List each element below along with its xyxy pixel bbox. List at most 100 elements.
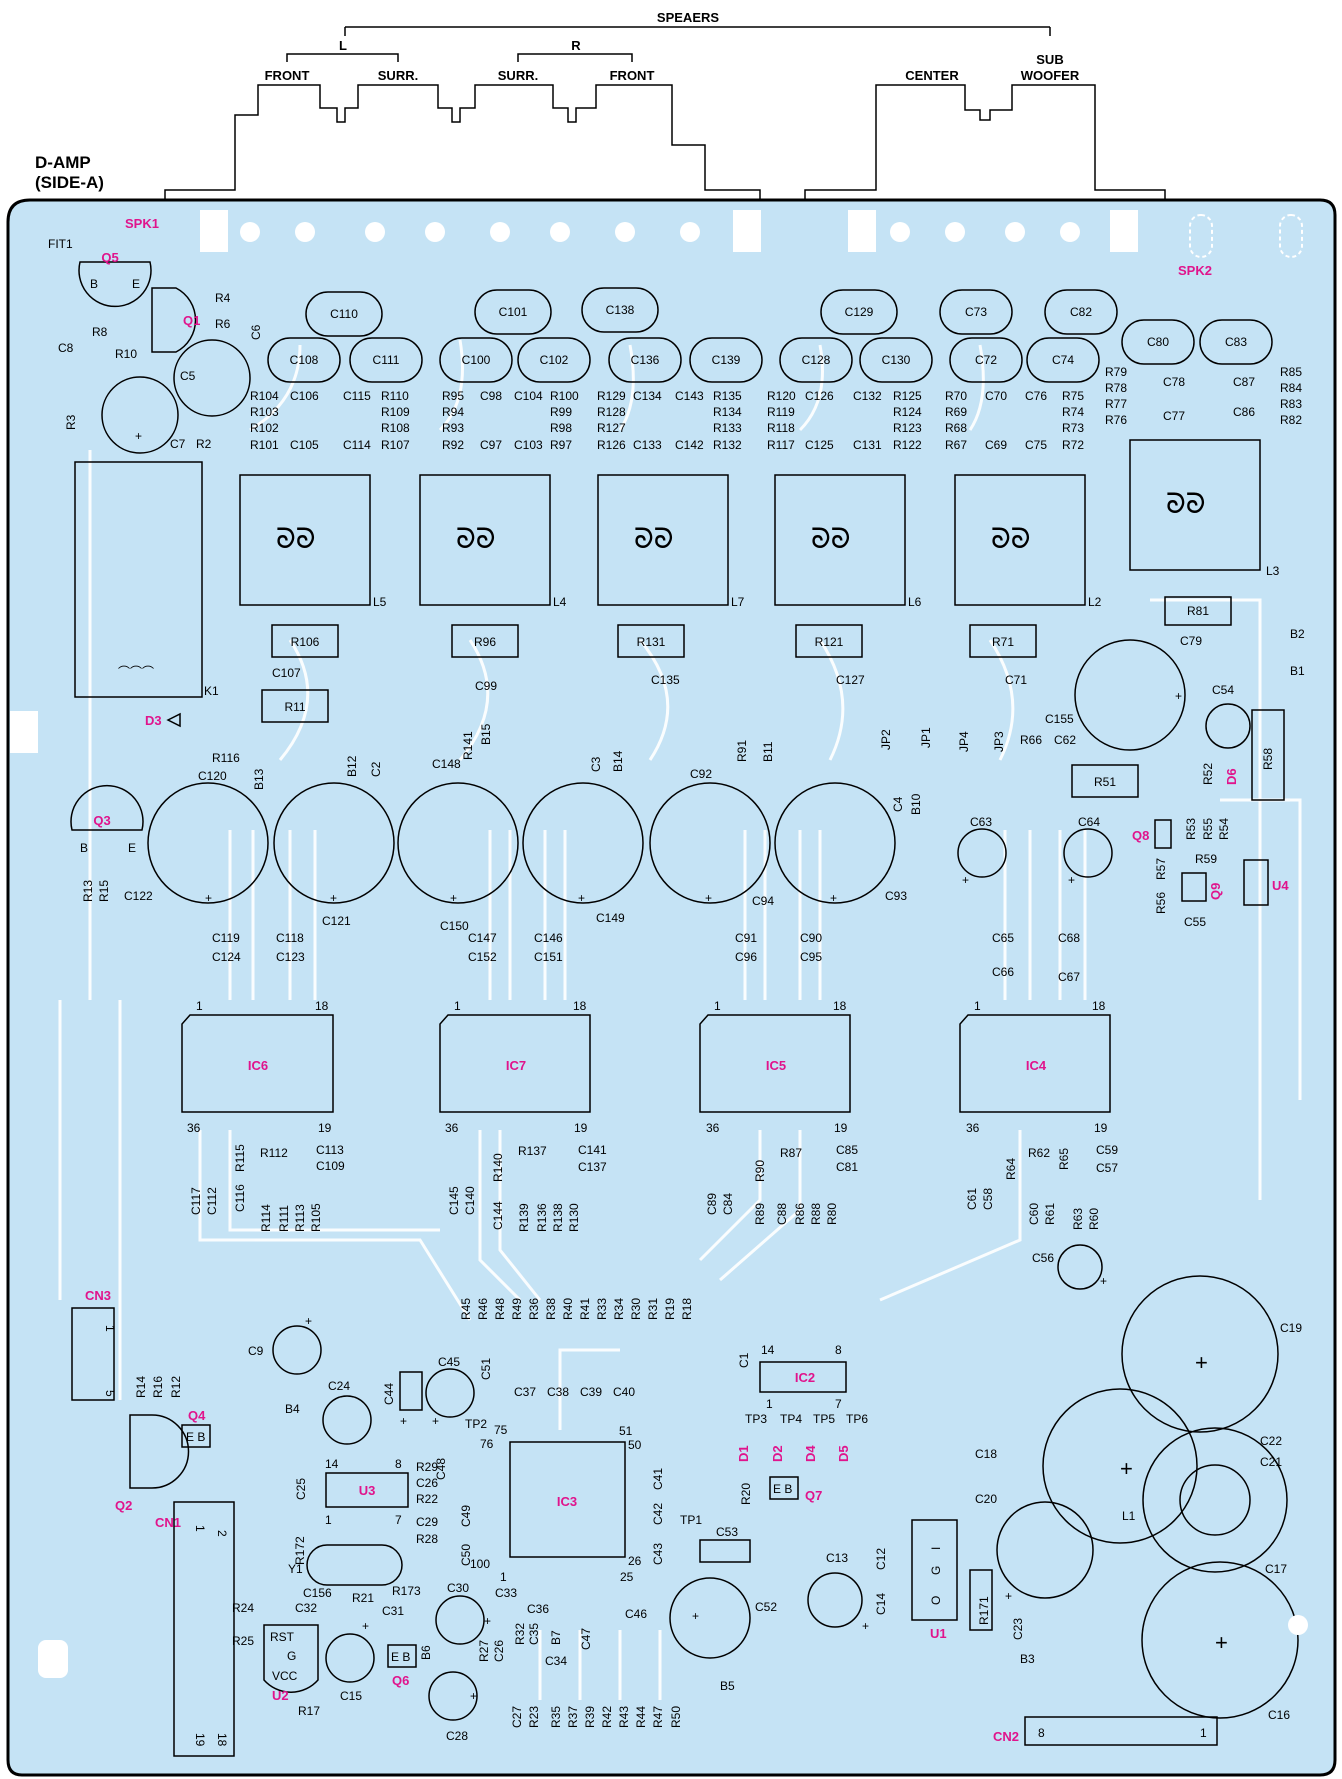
svg-text:5: 5 — [103, 1390, 117, 1397]
q3-transistor — [70, 784, 144, 831]
svg-text:1: 1 — [103, 1325, 117, 1332]
svg-text:TP4: TP4 — [780, 1412, 802, 1426]
c13-capacitor — [807, 1572, 863, 1628]
svg-text:26: 26 — [628, 1554, 642, 1568]
svg-text:E B: E B — [773, 1482, 792, 1496]
svg-text:C85: C85 — [836, 1143, 858, 1157]
svg-text:+: + — [1100, 1274, 1107, 1288]
svg-text:C95: C95 — [800, 950, 822, 964]
svg-text:1: 1 — [454, 999, 461, 1013]
cn3-ref: CN3 — [85, 1288, 111, 1303]
svg-text:C140: C140 — [463, 1186, 477, 1215]
svg-text:R30: R30 — [629, 1298, 643, 1320]
svg-text:C62: C62 — [1054, 733, 1076, 747]
svg-text:R119: R119 — [767, 405, 795, 419]
svg-text:R28: R28 — [416, 1532, 438, 1546]
svg-text:+: + — [432, 1414, 439, 1428]
c54-capacitor — [1205, 703, 1251, 749]
svg-text:R128: R128 — [597, 405, 626, 419]
svg-text:C28: C28 — [446, 1729, 468, 1743]
svg-text:C25: C25 — [294, 1478, 308, 1500]
svg-text:+: + — [470, 1689, 477, 1703]
svg-text:B15: B15 — [479, 723, 493, 745]
svg-text:R120: R120 — [767, 389, 796, 403]
svg-text:Q2: Q2 — [115, 1498, 132, 1513]
svg-text:CN1: CN1 — [155, 1515, 181, 1530]
board-title-line2: (SIDE-A) — [35, 173, 104, 192]
svg-text:C83: C83 — [1225, 335, 1247, 349]
svg-text:R39: R39 — [583, 1706, 597, 1728]
svg-text:C87: C87 — [1233, 375, 1255, 389]
svg-text:D2: D2 — [770, 1445, 785, 1462]
r-column-labels: R45 R46 R48 R49 R36 R38 R40 R41 R33 R34 … — [459, 1298, 694, 1320]
svg-text:7: 7 — [835, 1397, 842, 1411]
surr-l-label: SURR. — [378, 68, 418, 83]
svg-text:C118: C118 — [276, 931, 304, 945]
svg-text:R17: R17 — [298, 1704, 320, 1718]
svg-text:76: 76 — [480, 1437, 494, 1451]
svg-text:R139: R139 — [517, 1203, 531, 1232]
d3-ref: D3 — [145, 713, 162, 728]
bottom-r-labels: C27 R23 R35 R37 R39 R42 R43 R44 R47 R50 — [510, 1706, 683, 1728]
svg-text:19: 19 — [193, 1733, 207, 1747]
svg-text:L5: L5 — [373, 595, 387, 609]
svg-text:JP3: JP3 — [992, 731, 1006, 752]
svg-text:C96: C96 — [735, 950, 757, 964]
c7-capacitor — [101, 376, 179, 454]
svg-text:C101: C101 — [499, 305, 528, 319]
svg-text:R59: R59 — [1195, 852, 1217, 866]
svg-text:C60: C60 — [1027, 1203, 1041, 1225]
svg-text:C146: C146 — [534, 931, 563, 945]
spk1-ref: SPK1 — [125, 216, 159, 231]
svg-text:R90: R90 — [753, 1160, 767, 1182]
svg-text:C7: C7 — [170, 437, 186, 451]
svg-text:R2: R2 — [196, 437, 212, 451]
svg-text:C66: C66 — [992, 965, 1014, 979]
svg-text:R98: R98 — [550, 421, 572, 435]
svg-text:R71: R71 — [992, 635, 1014, 649]
svg-text:C33: C33 — [495, 1586, 517, 1600]
svg-text:R136: R136 — [535, 1203, 549, 1232]
u2-reset-ic — [263, 1624, 319, 1693]
svg-text:R134: R134 — [713, 405, 742, 419]
svg-text:U3: U3 — [359, 1483, 376, 1498]
svg-text:L1: L1 — [1122, 1509, 1136, 1523]
svg-text:R48: R48 — [493, 1298, 507, 1320]
svg-text:G: G — [287, 1649, 296, 1663]
svg-text:C58: C58 — [981, 1188, 995, 1210]
svg-text:R126: R126 — [597, 438, 626, 452]
svg-text:R66: R66 — [1020, 733, 1042, 747]
svg-text:C91: C91 — [735, 931, 757, 945]
svg-text:R109: R109 — [381, 405, 410, 419]
svg-text:R57: R57 — [1154, 858, 1168, 880]
svg-text:19: 19 — [1094, 1121, 1108, 1135]
svg-text:ᘐᘐ: ᘐᘐ — [1166, 488, 1205, 519]
svg-text:C92: C92 — [690, 767, 712, 781]
svg-text:R73: R73 — [1062, 421, 1084, 435]
svg-text:18: 18 — [1092, 999, 1106, 1013]
svg-text:C78: C78 — [1163, 375, 1185, 389]
svg-text:R53: R53 — [1184, 818, 1198, 840]
svg-text:C139: C139 — [712, 353, 741, 367]
svg-text:E: E — [128, 841, 136, 855]
svg-text:C86: C86 — [1233, 405, 1255, 419]
svg-text:C5: C5 — [180, 369, 196, 383]
svg-text:R34: R34 — [612, 1298, 626, 1320]
svg-text:R76: R76 — [1105, 413, 1127, 427]
svg-text:19: 19 — [834, 1121, 848, 1135]
svg-text:18: 18 — [315, 999, 329, 1013]
mid-labels: R116 C120 B13 B12 C2 R141 B15 C148 C3 B1… — [198, 723, 923, 815]
svg-text:B7: B7 — [549, 1630, 563, 1645]
svg-text:R36: R36 — [527, 1298, 541, 1320]
svg-text:+: + — [330, 891, 337, 905]
svg-text:R74: R74 — [1062, 405, 1084, 419]
svg-text:+: + — [830, 891, 837, 905]
svg-text:C123: C123 — [276, 950, 305, 964]
svg-text:C2: C2 — [369, 761, 383, 777]
svg-text:R137: R137 — [518, 1144, 547, 1158]
svg-text:19: 19 — [318, 1121, 332, 1135]
power-resistors: R106 C107 R96 C99 R131 C135 R121 C127 R7… — [261, 596, 1305, 801]
